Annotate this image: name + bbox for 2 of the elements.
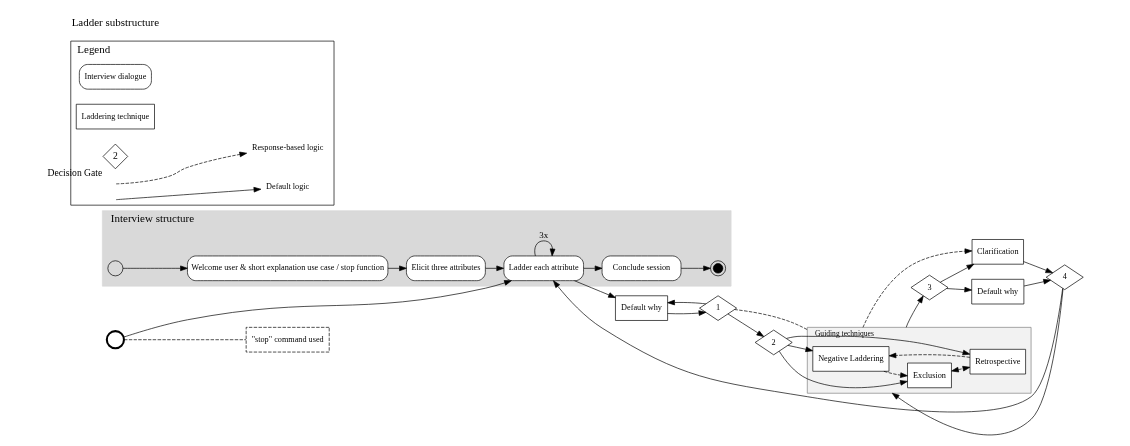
label: Ladder substructure	[71, 15, 160, 28]
edge-label: 3x	[539, 230, 549, 241]
